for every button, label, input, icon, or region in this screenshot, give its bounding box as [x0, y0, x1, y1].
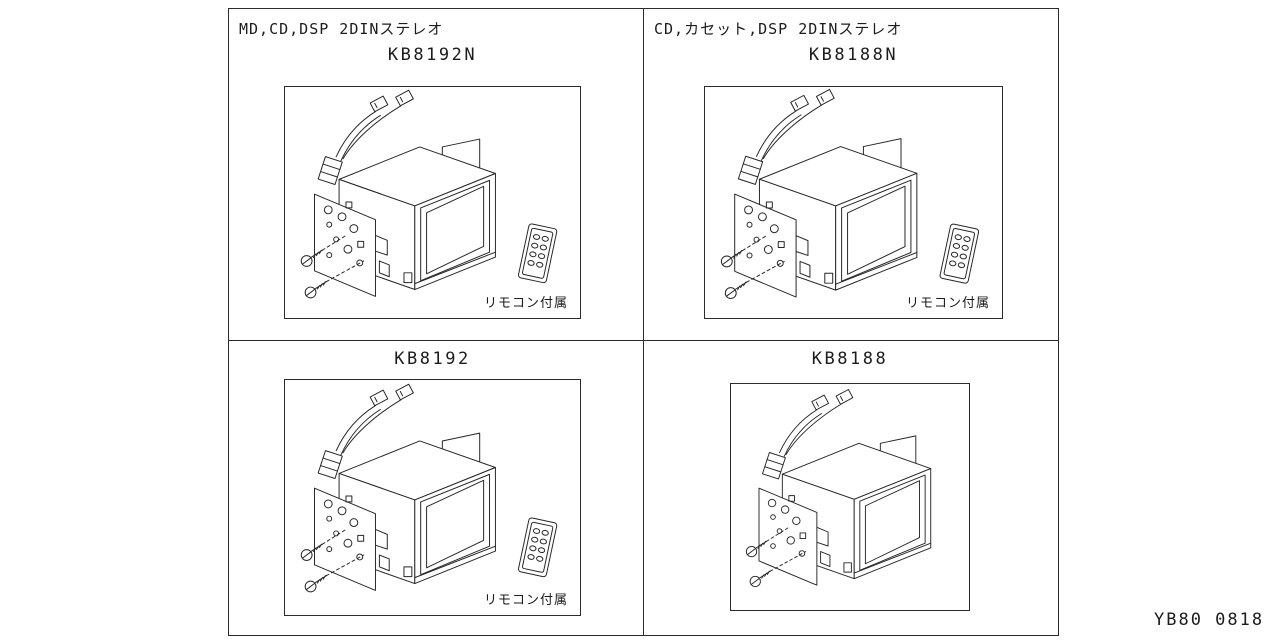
illustration-box — [730, 383, 970, 611]
panel-top-left: MD,CD,DSP 2DINステレオ KB8192N リモコン付属 — [229, 9, 644, 341]
remote-included-label: リモコン付属 — [483, 593, 568, 608]
remote-included-label: リモコン付属 — [905, 296, 990, 311]
part-number-label: KB8188N — [808, 45, 899, 65]
remote-included-label: リモコン付属 — [483, 296, 568, 311]
part-number-label: KB8192N — [387, 45, 478, 65]
panel-bottom-left: KB8192 リモコン付属 — [229, 341, 644, 635]
illustration-box: リモコン付属 — [704, 86, 1003, 319]
quadrant-grid: MD,CD,DSP 2DINステレオ KB8192N リモコン付属 CD,カセッ… — [228, 8, 1059, 636]
stereo-unit-illustration — [300, 383, 558, 593]
part-number-label: KB8192 — [394, 349, 471, 369]
product-description: CD,カセット,DSP 2DINステレオ — [654, 20, 903, 38]
stereo-unit-illustration — [300, 89, 558, 299]
page-code: YB80 0818 — [1154, 610, 1265, 630]
stereo-unit-illustration — [720, 88, 980, 300]
stereo-unit-illustration — [745, 389, 932, 588]
panel-top-right: CD,カセット,DSP 2DINステレオ KB8188N リモコン付属 — [644, 9, 1058, 341]
product-description: MD,CD,DSP 2DINステレオ — [239, 20, 444, 38]
panel-bottom-right: KB8188 — [644, 341, 1058, 635]
part-number-label: KB8188 — [811, 349, 889, 369]
illustration-box: リモコン付属 — [284, 379, 581, 616]
illustration-box: リモコン付属 — [284, 86, 581, 319]
